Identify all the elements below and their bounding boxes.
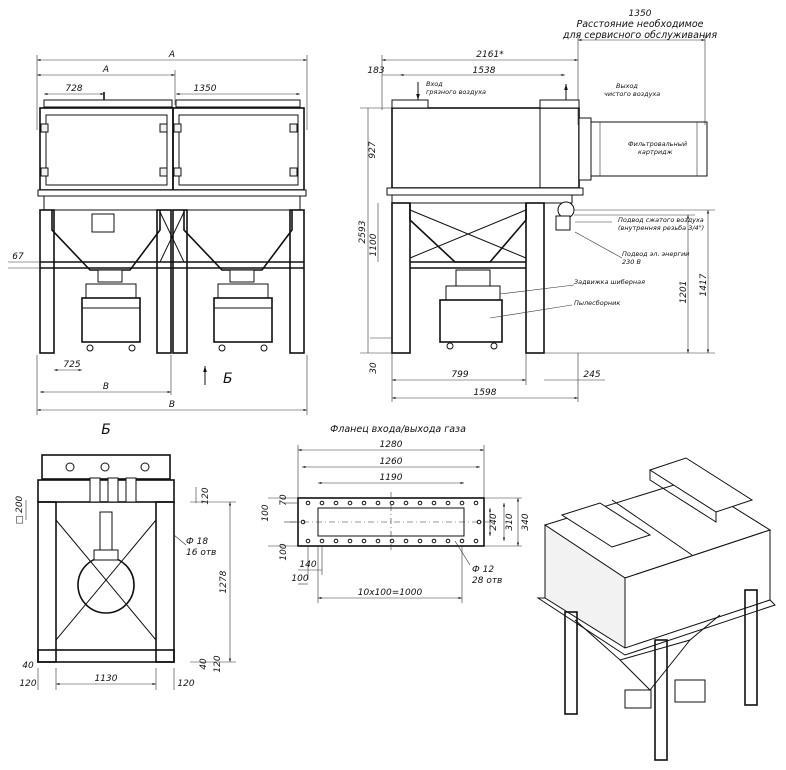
dim-245: 245 xyxy=(583,370,600,380)
dim-2593: 2593 xyxy=(358,220,368,243)
dim-140: 140 xyxy=(299,560,316,570)
dim-2161: 2161* xyxy=(476,50,504,60)
dim-927: 927 xyxy=(368,141,378,158)
dim-120-left: 120 xyxy=(19,679,36,689)
dim-240: 240 xyxy=(489,513,499,530)
dim-a-inner: А xyxy=(102,65,109,75)
label-power-2: 230 В xyxy=(622,258,641,266)
dim-1417: 1417 xyxy=(699,273,709,296)
dim-1278: 1278 xyxy=(219,570,229,593)
flange-title: Фланец входа/выхода газа xyxy=(330,424,466,435)
dim-1130: 1130 xyxy=(95,674,118,684)
dim-799: 799 xyxy=(451,370,468,380)
dim-1350-front: 1350 xyxy=(194,84,217,94)
label-dust-bin: Пылесборник xyxy=(574,299,620,307)
dim-b-outer: В xyxy=(169,400,175,410)
label-compressed-air-1: Подвод сжатого воздуха xyxy=(618,216,704,224)
dim-hole-n-16: 16 отв xyxy=(186,548,216,558)
dim-120-top: 120 xyxy=(201,487,211,504)
label-power-1: Подвод эл. энергии xyxy=(622,250,689,258)
label-filter-cart-2: картридж xyxy=(638,148,673,156)
view-b-title: Б xyxy=(101,422,111,438)
dim-40-right: 40 xyxy=(199,658,209,670)
dim-120-rb: 120 xyxy=(213,655,223,672)
flange-view xyxy=(268,445,522,603)
dim-1538: 1538 xyxy=(473,66,496,76)
dim-120-right: 120 xyxy=(177,679,194,689)
dim-100-c: 100 xyxy=(291,574,308,584)
service-note-line1: Расстояние необходимое xyxy=(576,19,703,30)
label-clean-air-2: чистого воздуха xyxy=(604,90,660,98)
dim-hole-d-18: Ф 18 xyxy=(186,537,208,547)
dim-67: 67 xyxy=(12,252,24,262)
dim-183: 183 xyxy=(367,66,384,76)
dim-340: 340 xyxy=(521,513,531,530)
dim-728: 728 xyxy=(65,84,82,94)
dim-1100: 1100 xyxy=(369,233,379,256)
dim-30: 30 xyxy=(369,362,379,374)
dim-pitch: 10х100=1000 xyxy=(358,588,423,598)
dim-1260: 1260 xyxy=(380,457,403,467)
dim-1350-service: 1350 xyxy=(629,9,652,19)
dim-100-a: 100 xyxy=(261,504,271,521)
dim-b-inner: В xyxy=(103,382,109,392)
label-dirty-air-1: Вход xyxy=(426,80,443,88)
dim-40-left: 40 xyxy=(22,661,34,671)
service-note-line2: для сервисного обслуживания xyxy=(562,30,717,41)
dim-1190: 1190 xyxy=(380,473,403,483)
dim-a-outer: A xyxy=(168,50,175,60)
dim-1280: 1280 xyxy=(380,440,403,450)
dim-hole-n-28: 28 отв xyxy=(472,576,502,586)
dim-sq200: □ 200 xyxy=(15,495,25,524)
front-view xyxy=(8,55,308,415)
label-gate-valve: Задвижка шиберная xyxy=(574,278,645,286)
dim-725: 725 xyxy=(63,360,80,370)
isometric-view xyxy=(536,457,776,761)
label-dirty-air-2: грязного воздуха xyxy=(426,88,486,96)
dim-310: 310 xyxy=(505,513,515,530)
flange-holes xyxy=(300,500,482,544)
dim-100-b: 100 xyxy=(279,543,289,560)
dim-1201: 1201 xyxy=(679,281,689,304)
label-compressed-air-2: (внутренняя резьба 3/4") xyxy=(618,224,704,232)
view-b xyxy=(25,454,236,690)
side-view xyxy=(360,35,715,402)
label-filter-cart-1: Фильтровальный xyxy=(628,140,687,148)
label-clean-air-1: Выход xyxy=(616,82,638,90)
view-arrow-label: Б xyxy=(223,371,233,387)
dim-70: 70 xyxy=(279,494,289,506)
dim-hole-d-12: Ф 12 xyxy=(472,565,494,575)
dim-1598: 1598 xyxy=(474,388,497,398)
